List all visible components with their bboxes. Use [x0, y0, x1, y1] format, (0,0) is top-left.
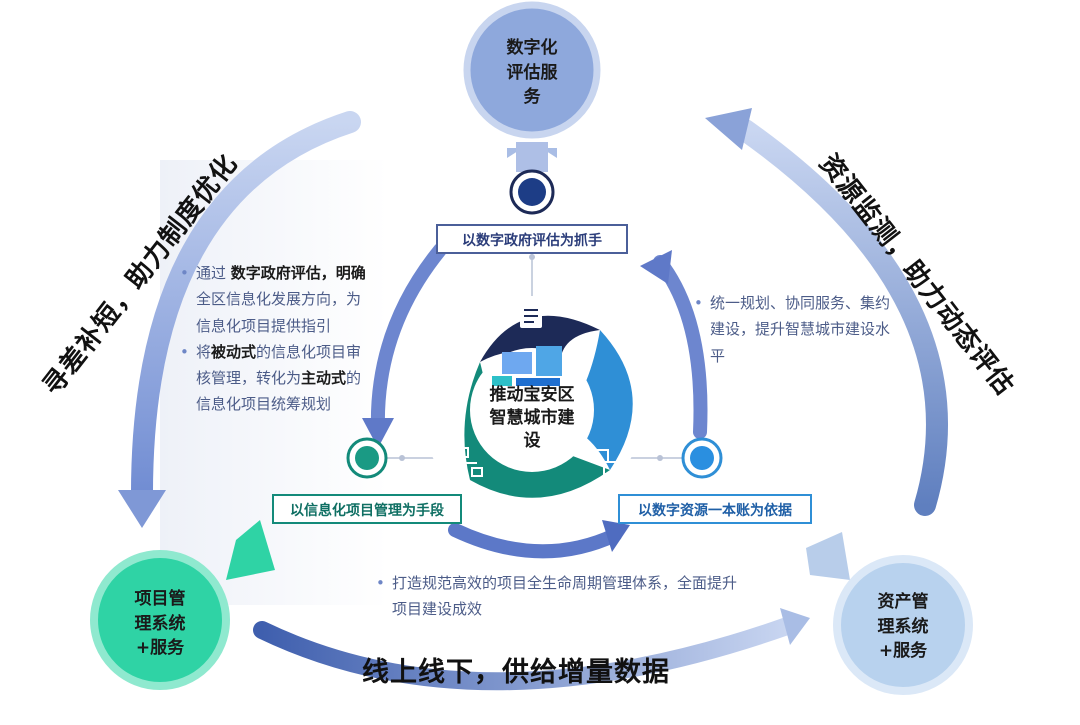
top-node-arrow-stem — [516, 142, 548, 172]
monitor-sync-icon — [591, 449, 621, 475]
node-left-line2: 理系统 — [134, 613, 186, 634]
center-line1: 推动宝安区 — [489, 385, 575, 405]
right-bullet-line1: 统一规划、协同服务、集约 — [710, 294, 891, 312]
left-bullet-1-line3: 信息化项目提供指引 — [196, 316, 332, 335]
bullet-dot: • — [694, 294, 703, 312]
left-bullet-2-mid: 的信息化项目审 — [256, 342, 362, 361]
outer-left-arc — [130, 111, 361, 511]
left-bullet-1-text: 通过 数字政府评估，明确全区信息化发展方向，为信息化项目提供指引 — [196, 260, 366, 339]
left-bullet-2-line3: 信息化项目统筹规划 — [196, 395, 332, 414]
bottom-bullets: • 打造规范高效的项目全生命周期管理体系，全面提升项目建设成效 — [376, 570, 766, 623]
right-node-arrow — [806, 532, 850, 580]
node-top-label: 数字化 评估服 务 — [482, 36, 582, 110]
inner-left-arc — [370, 243, 447, 437]
node-left-label: 项目管 理系统 +服务 — [110, 587, 210, 661]
node-top-circle — [463, 1, 601, 139]
left-bullet-1: • 通过 数字政府评估，明确全区信息化发展方向，为信息化项目提供指引 — [180, 260, 385, 339]
node-top-line1: 数字化 — [506, 38, 558, 58]
center-line2: 智慧城市建 — [489, 407, 575, 428]
outer-left-arrowhead — [118, 490, 166, 528]
left-bullet-2-pre: 将 — [196, 342, 212, 361]
node-top-line3: 务 — [523, 87, 541, 108]
tag-right: 以数字资源一本账为依据 — [618, 494, 812, 524]
node-right-line1: 资产管 — [877, 592, 929, 612]
ring-top-core — [518, 178, 546, 206]
left-node-arrow — [226, 520, 275, 580]
side-label-bottom: 线上线下，供给增量数据 — [362, 657, 670, 688]
outer-bottom-arc — [253, 616, 799, 691]
center-label: 推动宝安区 智慧城市建 设 — [470, 384, 594, 453]
connector-left-dot — [399, 455, 405, 461]
outer-bottom-arrowhead — [780, 608, 810, 645]
bottom-bullet-1-text: 打造规范高效的项目全生命周期管理体系，全面提升项目建设成效 — [392, 570, 737, 623]
right-bullets: • 统一规划、协同服务、集约建设，提升智慧城市建设水平 — [694, 290, 899, 369]
inner-bottom-arc — [448, 523, 622, 559]
right-bullet-line3: 平 — [710, 346, 726, 365]
inner-left-arrowhead — [362, 418, 394, 448]
node-left-line1: 项目管 — [134, 589, 186, 609]
node-top-line2: 评估服 — [506, 62, 558, 83]
right-bullet-1-text: 统一规划、协同服务、集约建设，提升智慧城市建设水平 — [710, 290, 890, 369]
right-bullet-1: • 统一规划、协同服务、集约建设，提升智慧城市建设水平 — [694, 290, 899, 369]
bullet-dot: • — [376, 574, 385, 592]
bottom-bullet-line2: 项目建设成效 — [392, 600, 483, 619]
network-icon — [441, 447, 483, 477]
left-bullet-2-bold1: 被动式 — [211, 342, 257, 361]
bottom-bullet-1: • 打造规范高效的项目全生命周期管理体系，全面提升项目建设成效 — [376, 570, 766, 623]
left-bullet-2-bold2: 主动式 — [301, 369, 347, 387]
document-icon — [520, 302, 542, 328]
node-left-circle — [90, 550, 230, 690]
node-right-circle — [833, 555, 973, 695]
right-bullet-line2: 建设，提升智慧城市建设水 — [710, 320, 891, 339]
left-bullet-2-line2-post: 的 — [346, 369, 362, 387]
left-bullet-1-bold: 数字政府评估，明确 — [230, 264, 366, 282]
left-bullet-1-line2: 全区信息化发展方向，为 — [196, 290, 362, 309]
left-bullet-1-pre: 通过 — [196, 264, 227, 282]
left-bullet-2-line2-pre: 核管理，转化为 — [196, 369, 302, 387]
ring-left-core — [355, 446, 379, 470]
left-bullet-2-text: 将被动式的信息化项目审核管理，转化为主动式的信息化项目统筹规划 — [196, 339, 361, 418]
node-right-line3: +服务 — [878, 641, 928, 662]
center-line3: 设 — [523, 430, 541, 451]
left-bullet-2: • 将被动式的信息化项目审核管理，转化为主动式的信息化项目统筹规划 — [180, 339, 385, 418]
node-right-label: 资产管 理系统 +服务 — [853, 590, 953, 664]
connector-right-dot — [657, 455, 663, 461]
inner-right-arrowhead — [640, 250, 672, 284]
outer-right-arrowhead — [705, 108, 752, 150]
outer-right-arc — [734, 119, 948, 516]
inner-bottom-arrowhead — [602, 520, 630, 552]
node-left-line3: +服务 — [135, 638, 185, 659]
bullet-dot: • — [180, 264, 189, 282]
dashboard-illustration-icon — [492, 346, 562, 386]
inner-right-arc — [653, 255, 708, 439]
connector-top-dot — [529, 254, 535, 260]
tag-top: 以数字政府评估为抓手 — [436, 224, 628, 254]
node-right-line2: 理系统 — [877, 616, 929, 637]
tag-left: 以信息化项目管理为手段 — [272, 494, 462, 524]
bottom-bullet-line1: 打造规范高效的项目全生命周期管理体系，全面提升 — [392, 574, 738, 592]
ring-right-core — [690, 446, 714, 470]
bullet-dot: • — [180, 342, 189, 361]
left-bullets: • 通过 数字政府评估，明确全区信息化发展方向，为信息化项目提供指引 • 将被动… — [180, 260, 385, 418]
